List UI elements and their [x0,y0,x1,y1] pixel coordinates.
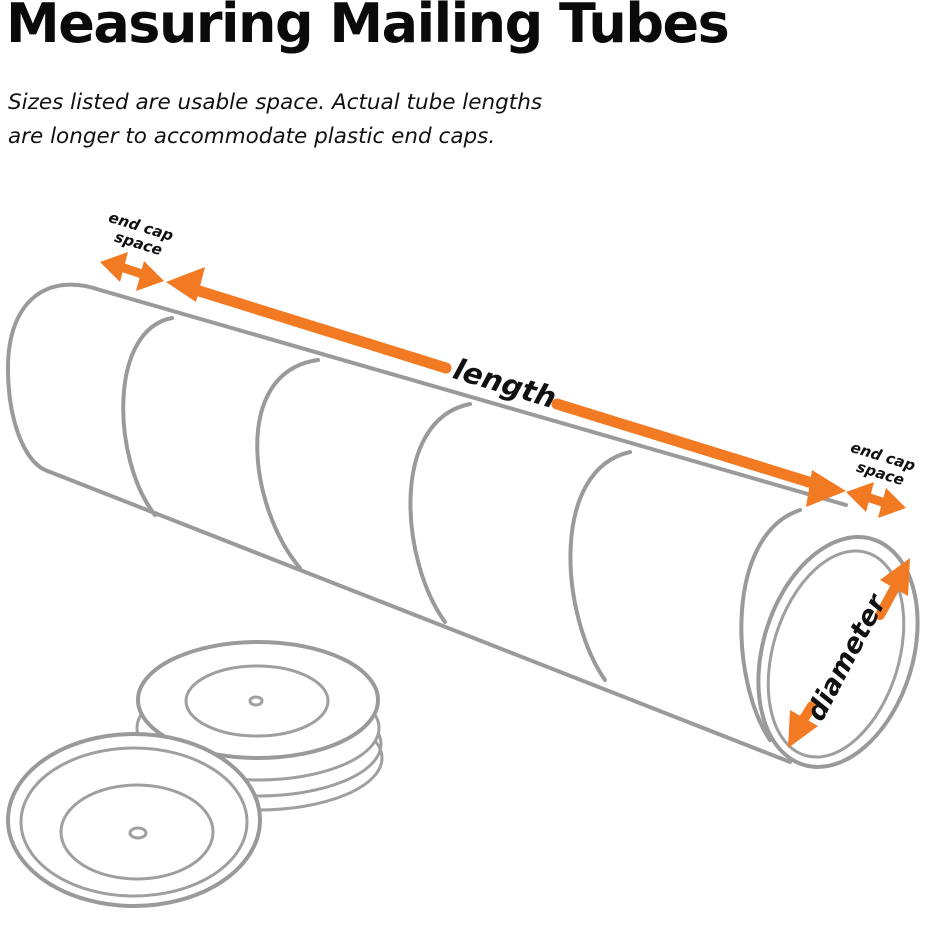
subtitle-line-2: are longer to accommodate plastic end ca… [8,124,496,149]
tube-seam-4 [568,450,632,682]
mailing-tube [6,282,920,769]
length-arrow-shaft-right [551,398,818,489]
tube-seam-3 [408,402,472,624]
end-cap-left-label: end cap space [102,208,181,262]
tube-seam-5 [739,508,802,742]
end-cap-space-right: end cap space [844,438,923,518]
end-cap-lower-rim [6,732,262,908]
length-arrowhead-left [166,267,205,302]
tube-seam-1 [121,316,174,517]
end-cap-space-left: end cap space [100,208,181,291]
end-cap-lower-lip [19,746,249,898]
end-cap-lower-hole [128,826,148,840]
end-cap-left-arrowhead-left [100,252,128,282]
tube-end-inner [766,549,906,759]
end-cap-right-arrowhead-right [878,488,906,518]
diameter-label: diameter [800,588,893,726]
tube-outline [6,282,848,764]
end-cap-left-arrowhead-right [136,261,164,291]
end-cap-lower [6,732,262,908]
end-cap-upper-hole [248,695,264,707]
length-arrow: length [166,267,846,507]
end-cap-upper-recess [184,664,330,738]
diameter-arrowhead-top [880,558,910,596]
length-arrowhead-right [806,470,846,507]
end-cap-right-label: end cap space [844,438,923,492]
tube-end-outer [756,535,920,769]
diameter-arrow: diameter [788,558,910,748]
end-cap-lower-recess [59,783,215,881]
length-arrow-shaft-left [190,284,452,374]
tube-seam-2 [255,358,320,570]
subtitle: Sizes listed are usable space. Actual tu… [8,86,542,154]
end-cap-upper-top [136,640,380,760]
end-cap-right-arrowhead-left [846,482,874,512]
diameter-arrowhead-bottom [788,710,818,748]
subtitle-line-1: Sizes listed are usable space. Actual tu… [8,90,543,115]
page-title: Measuring Mailing Tubes [6,0,730,55]
